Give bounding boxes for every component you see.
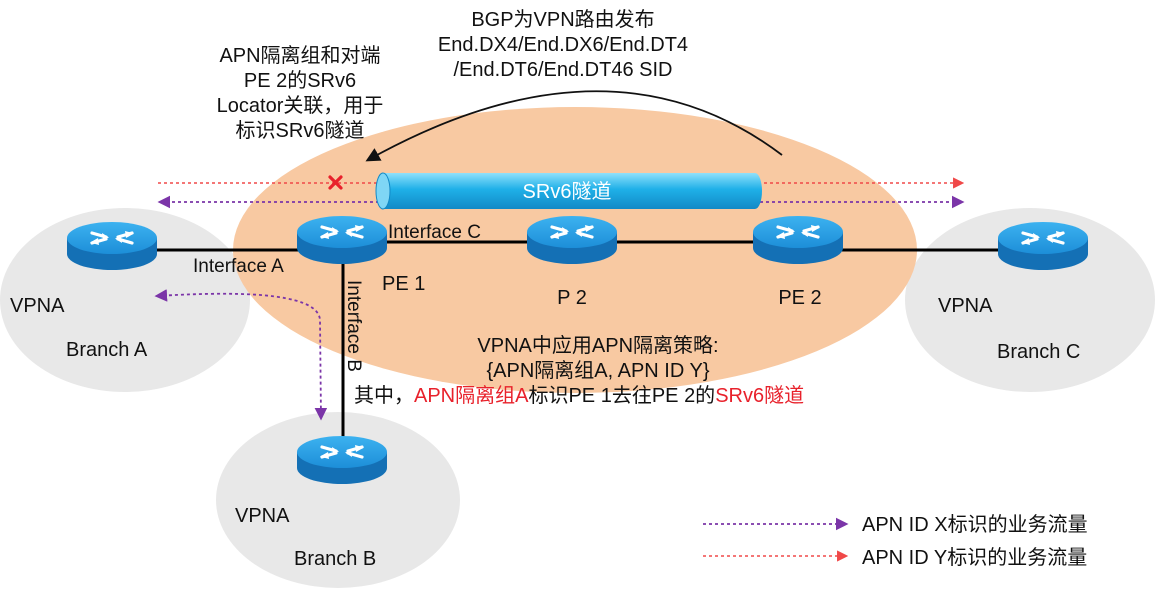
blocked-x-icon xyxy=(328,175,343,190)
srv6-tunnel: SRv6隧道 xyxy=(375,172,762,210)
bgp-advertisement-arrow xyxy=(365,90,783,162)
router-icon-branch-a xyxy=(65,220,159,272)
svg-text:End.DX4/End.DX6/End.DT4: End.DX4/End.DX6/End.DT4 xyxy=(438,34,688,56)
interface-a-label: Interface A xyxy=(193,256,284,277)
svg-text:PE 2的SRv6: PE 2的SRv6 xyxy=(244,69,356,92)
svg-text:VPNA中应用APN隔离策略:: VPNA中应用APN隔离策略: xyxy=(477,334,718,357)
node-label-pe2: PE 2 xyxy=(778,287,821,309)
router-icon-pe1 xyxy=(295,214,389,266)
legend-x-label: APN ID X标识的业务流量 xyxy=(862,513,1088,536)
node-label-p2: P 2 xyxy=(557,287,587,309)
branch-b-site xyxy=(216,412,460,588)
branch-b-vpn-label: VPNA xyxy=(235,505,290,527)
branch-c-vpn-label: VPNA xyxy=(938,295,993,317)
router-icon-p2 xyxy=(525,214,619,266)
router-icon-pe2 xyxy=(751,214,845,266)
apn-group-annotation: APN隔离组和对端 PE 2的SRv6 Locator关联，用于 标识SRv6隧… xyxy=(217,44,384,142)
branch-c-site xyxy=(905,208,1155,392)
interface-b-label: Interface B xyxy=(343,280,364,372)
policy-annotation: VPNA中应用APN隔离策略: {APN隔离组A, APN ID Y} 其中，A… xyxy=(354,334,804,407)
links xyxy=(155,240,1000,445)
svg-text:/End.DT6/End.DT46 SID: /End.DT6/End.DT46 SID xyxy=(454,59,673,81)
svg-text:{APN隔离组A, APN ID Y}: {APN隔离组A, APN ID Y} xyxy=(486,359,709,382)
svg-text:Locator关联，用于: Locator关联，用于 xyxy=(217,94,384,117)
bgp-annotation: BGP为VPN路由发布 End.DX4/End.DX6/End.DT4 /End… xyxy=(438,8,688,81)
tunnel-label: SRv6隧道 xyxy=(523,180,612,203)
node-label-pe1: PE 1 xyxy=(382,273,425,295)
svg-text:APN隔离组和对端: APN隔离组和对端 xyxy=(219,44,380,67)
branch-a-vpn-label: VPNA xyxy=(10,295,65,317)
svg-text:标识SRv6隧道: 标识SRv6隧道 xyxy=(236,119,365,142)
interface-c-label: Interface C xyxy=(388,222,481,243)
branch-a-name: Branch A xyxy=(66,339,148,361)
svg-text:BGP为VPN路由发布: BGP为VPN路由发布 xyxy=(471,8,654,31)
router-icon-branch-c xyxy=(996,220,1090,272)
legend: APN ID X标识的业务流量 APN ID Y标识的业务流量 xyxy=(703,513,1088,569)
branch-c-name: Branch C xyxy=(997,341,1080,363)
branch-b-name: Branch B xyxy=(294,548,376,570)
router-icon-branch-b xyxy=(295,434,389,486)
svg-text:其中，APN隔离组A标识PE 1去往PE 2的SRv6隧道: 其中，APN隔离组A标识PE 1去往PE 2的SRv6隧道 xyxy=(354,384,804,407)
legend-y-label: APN ID Y标识的业务流量 xyxy=(862,546,1087,569)
